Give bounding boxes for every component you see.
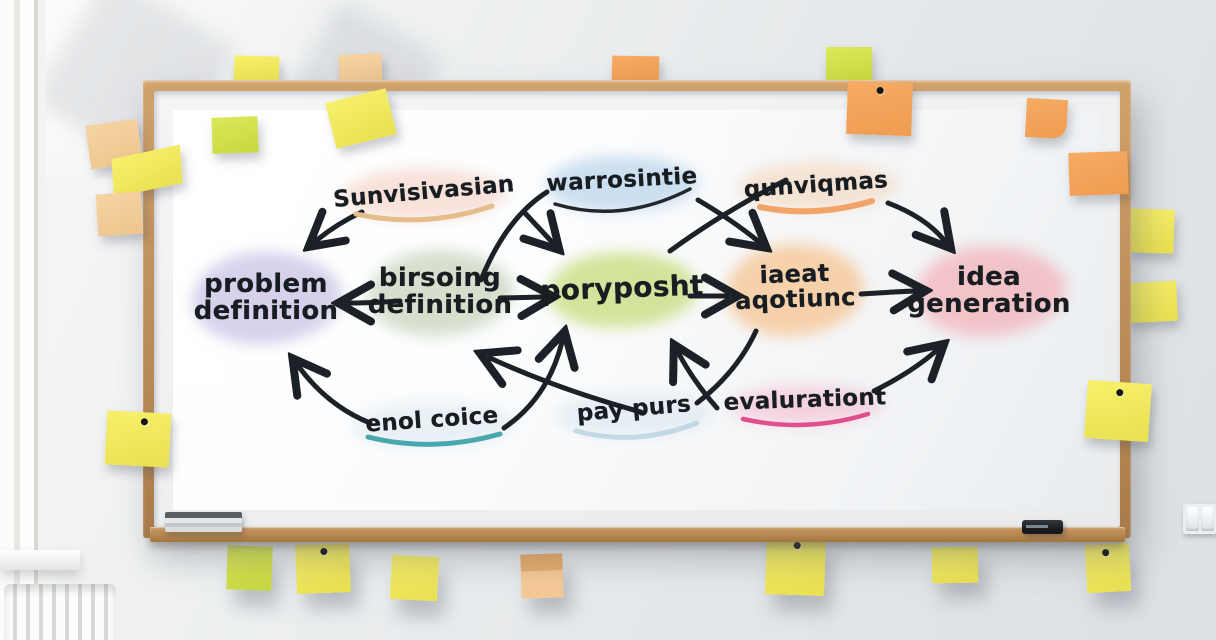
pin-icon (140, 418, 149, 426)
highlight-blob-problem (192, 252, 342, 344)
sticky-note (1084, 379, 1152, 443)
node-porposht: poryposht (539, 268, 705, 308)
sticky-note (1084, 542, 1132, 594)
highlight-blob-iaeat (726, 244, 864, 336)
sticky-note (826, 47, 872, 85)
node-label-line: idea (957, 261, 1021, 292)
pin-icon (1116, 388, 1124, 397)
node-label-line: generation (907, 289, 1071, 319)
window (0, 0, 46, 640)
pin-icon (1102, 548, 1110, 557)
sticky-note (846, 80, 913, 137)
sticky-note (1124, 280, 1179, 324)
sticky-note (931, 546, 979, 584)
sticky-note (1025, 97, 1068, 140)
sticky-note (1127, 208, 1175, 254)
sticky-note (226, 545, 273, 591)
pin-icon (793, 541, 801, 550)
node-label-line: birsoing (378, 262, 502, 293)
light-switch-rocker[interactable] (1186, 507, 1199, 531)
node-problem-definition: problem definition (193, 268, 339, 326)
node-label-line: definition (367, 290, 513, 320)
sticky-note (1068, 150, 1129, 197)
whiteboard-eraser[interactable] (165, 512, 242, 532)
window-sill (0, 550, 80, 570)
marker-cap (1026, 525, 1048, 528)
radiator (4, 584, 116, 640)
node-label-line: problem (204, 268, 328, 299)
sticky-note (764, 534, 827, 597)
pin-icon (320, 547, 328, 556)
sticky-note (295, 543, 351, 594)
node-birsoing-definition: birsoing definition (367, 262, 513, 320)
node-label-line: definition (193, 296, 339, 326)
marker[interactable] (1022, 520, 1063, 534)
sticky-note (95, 191, 144, 237)
node-idea-generation: idea generation (907, 261, 1071, 319)
highlight-blob-idea (916, 246, 1066, 336)
node-label-line: aqotiunc (734, 282, 857, 316)
whiteboard-tray (150, 527, 1125, 542)
sticky-note (104, 410, 172, 468)
sticky-note (211, 116, 259, 154)
highlight-blob-porposht (548, 252, 698, 328)
light-switch-rocker[interactable] (1201, 507, 1214, 531)
node-iaeat-aqotiunc: iaeat aqotiunc (734, 259, 857, 316)
sticky-note (520, 553, 564, 599)
pin-icon (876, 86, 884, 95)
sticky-note (389, 554, 440, 602)
light-switch[interactable] (1183, 504, 1216, 534)
